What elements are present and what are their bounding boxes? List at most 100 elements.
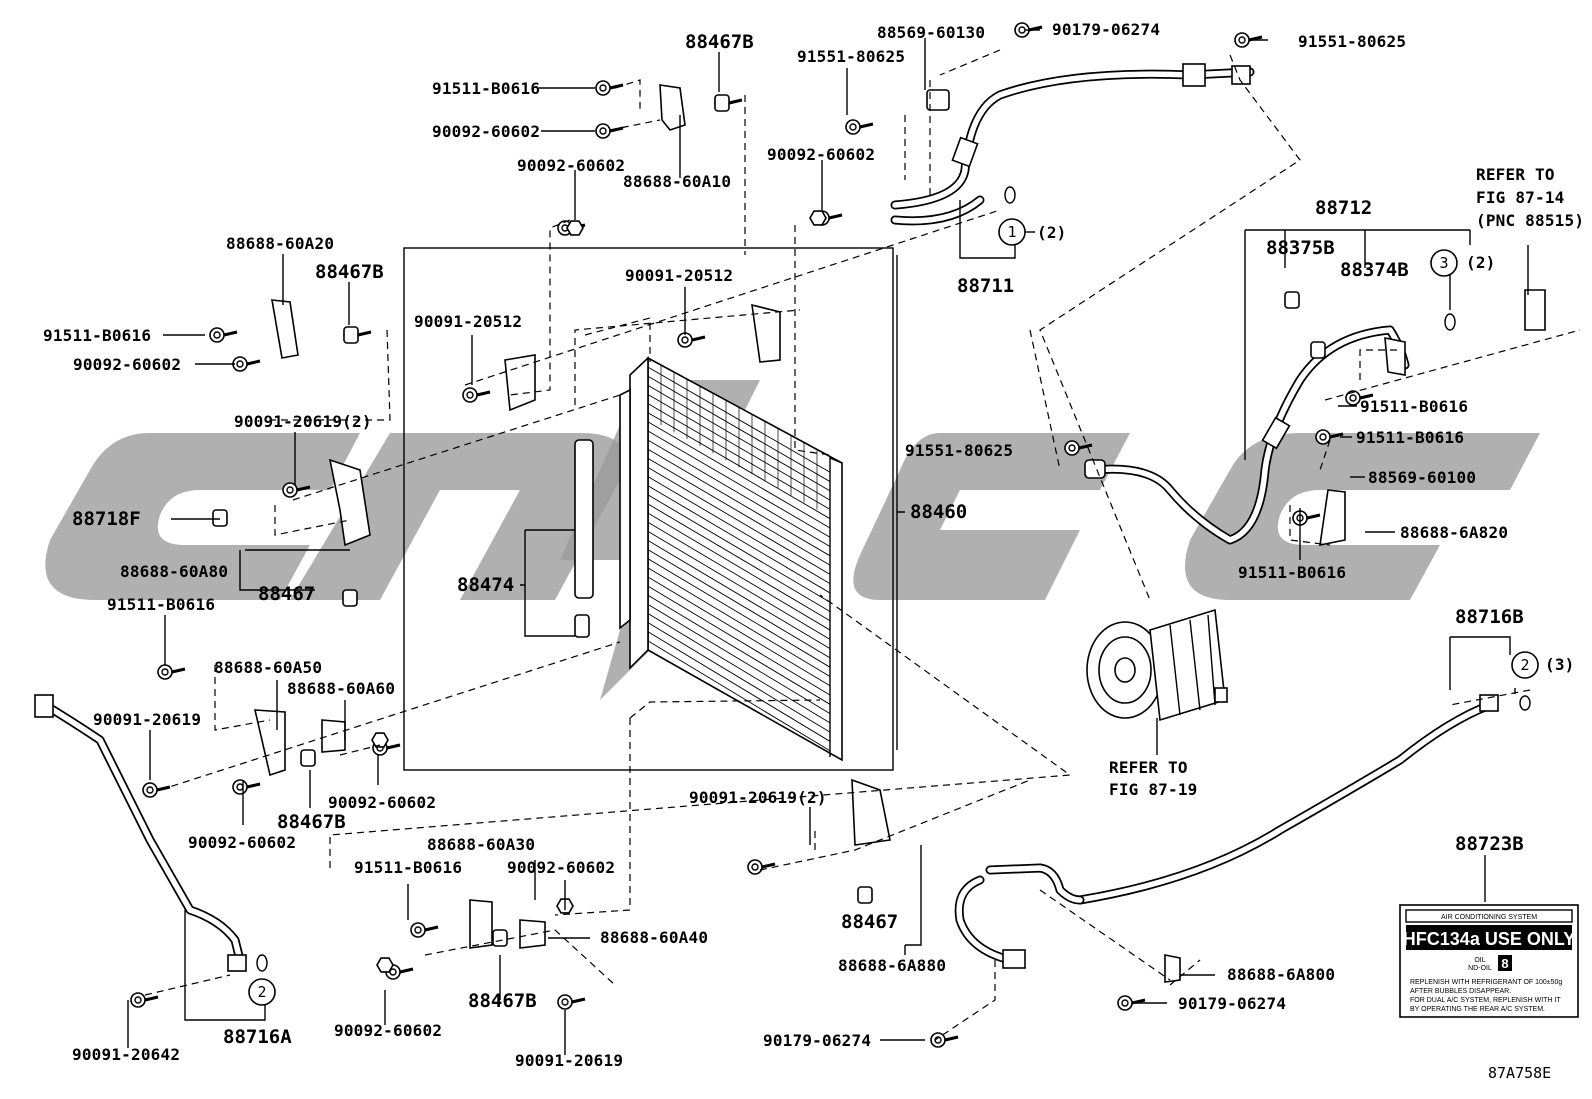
- bracket: [851, 778, 891, 846]
- label-pnc-88515: (PNC 88515): [1476, 211, 1584, 230]
- nut: [371, 732, 389, 748]
- label-91511-B0616: 91511-B0616: [354, 858, 462, 877]
- label-88712: 88712: [1315, 197, 1372, 219]
- svg-text:2: 2: [1520, 656, 1529, 674]
- label-90091-20619-2: 90091-20619(2): [234, 412, 372, 431]
- nut: [809, 210, 827, 226]
- grommet: [1310, 341, 1326, 359]
- label-88716B: 88716B: [1455, 606, 1524, 628]
- fastener: [930, 1032, 959, 1048]
- label-88688-6A800: 88688-6A800: [1227, 965, 1335, 984]
- label-refer-to: REFER TO: [1476, 165, 1555, 184]
- fastener: [232, 356, 261, 372]
- label-91511-B0616: 91511-B0616: [432, 79, 540, 98]
- label-88688-60A10: 88688-60A10: [623, 172, 731, 191]
- label-88688-60A50: 88688-60A50: [214, 658, 322, 677]
- grommet: [342, 589, 358, 607]
- bracket: [469, 899, 493, 949]
- label-callout-3-qty: (2): [1466, 253, 1496, 272]
- fastener: [1234, 32, 1263, 48]
- label-90092-60602: 90092-60602: [517, 156, 625, 175]
- bracket: [1384, 337, 1406, 376]
- label-fig-87-19: FIG 87-19: [1109, 780, 1198, 799]
- label-91511-B0616: 91511-B0616: [107, 595, 215, 614]
- label-refer-to: REFER TO: [1109, 758, 1188, 777]
- fastener: [282, 482, 311, 498]
- label-88467B: 88467B: [468, 990, 537, 1012]
- svg-text:2: 2: [257, 983, 266, 1001]
- label-fig-87-14: FIG 87-14: [1476, 188, 1565, 207]
- label-callout-1-qty: (2): [1037, 223, 1067, 242]
- label-90092-60602: 90092-60602: [507, 858, 615, 877]
- fastener: [1315, 429, 1344, 445]
- label-88688-60A30: 88688-60A30: [427, 835, 535, 854]
- label-91551-80625: 91551-80625: [905, 441, 1013, 460]
- receiver-drier: [574, 439, 594, 599]
- svg-text:8: 8: [1501, 956, 1508, 971]
- fastener: [677, 332, 706, 348]
- label-90179-06274: 90179-06274: [1052, 20, 1160, 39]
- label-88467B: 88467B: [277, 811, 346, 833]
- fastener: [1117, 995, 1146, 1011]
- label-88375B: 88375B: [1266, 237, 1335, 259]
- label-91511-B0616: 91511-B0616: [1356, 428, 1464, 447]
- bracket: [328, 458, 371, 547]
- liquid-pipe-88716A: [34, 694, 247, 972]
- svg-text:AFTER BUBBLES DISAPPEAR.: AFTER BUBBLES DISAPPEAR.: [1410, 988, 1511, 995]
- label-88688-6A820: 88688-6A820: [1400, 523, 1508, 542]
- fastener: [209, 327, 238, 343]
- label-91551-80625: 91551-80625: [1298, 32, 1406, 51]
- label-88688-60A60: 88688-60A60: [287, 679, 395, 698]
- fastener: [747, 859, 776, 875]
- grommet: [1284, 291, 1300, 309]
- label-90091-20619-2: 90091-20619(2): [689, 788, 827, 807]
- label-91511-B0616: 91511-B0616: [1360, 397, 1468, 416]
- nut: [566, 220, 584, 236]
- label-90091-20619: 90091-20619: [93, 710, 201, 729]
- bracket: [659, 84, 686, 131]
- label-90092-60602: 90092-60602: [188, 833, 296, 852]
- label-90091-20512: 90091-20512: [414, 312, 522, 331]
- label-91511-B0616: 91511-B0616: [43, 326, 151, 345]
- label-88688-60A80: 88688-60A80: [120, 562, 228, 581]
- fastener: [410, 922, 439, 938]
- label-91511-B0616: 91511-B0616: [1238, 563, 1346, 582]
- bracket: [504, 354, 536, 412]
- label-90179-06274: 90179-06274: [763, 1031, 871, 1050]
- fastener: [845, 119, 874, 135]
- fastener: [1064, 440, 1093, 456]
- bracket: [1524, 289, 1546, 331]
- label-88467: 88467: [258, 583, 315, 605]
- callout-2-left: 2: [248, 954, 276, 1006]
- svg-text:REPLENISH WITH REFRIGERANT OF: REPLENISH WITH REFRIGERANT OF 100±50g: [1410, 979, 1562, 986]
- bracket: [321, 719, 346, 753]
- label-callout-2-qty: (3): [1545, 655, 1575, 674]
- label-88688-60A20: 88688-60A20: [226, 234, 334, 253]
- label-90092-60602: 90092-60602: [767, 145, 875, 164]
- discharge-hose-88711: [890, 63, 1255, 226]
- label-88467B: 88467B: [315, 261, 384, 283]
- label-88569-60100: 88569-60100: [1368, 468, 1476, 487]
- svg-text:AIR CONDITIONING SYSTEM: AIR CONDITIONING SYSTEM: [1441, 914, 1537, 921]
- label-90179-06274: 90179-06274: [1178, 994, 1286, 1013]
- fastener: [232, 779, 261, 795]
- label-88374B: 88374B: [1340, 259, 1409, 281]
- fastener: [1345, 390, 1374, 406]
- decal-88723B: AIR CONDITIONING SYSTEM HFC134a USE ONLY…: [1399, 904, 1579, 1018]
- grommet: [300, 749, 316, 767]
- svg-text:1: 1: [1007, 223, 1016, 241]
- label-88711: 88711: [957, 275, 1014, 297]
- fastener: [462, 387, 491, 403]
- svg-text:OIL: OIL: [1474, 957, 1485, 964]
- liquid-pipe-88716B: [954, 694, 1499, 969]
- callout-3: 3: [1430, 249, 1458, 331]
- label-88460: 88460: [910, 501, 967, 523]
- fastener: [595, 80, 624, 96]
- svg-text:FOR DUAL A/C SYSTEM, REPLENISH: FOR DUAL A/C SYSTEM, REPLENISH WITH IT: [1410, 997, 1561, 1004]
- callout-1: 1: [998, 186, 1026, 246]
- grommet: [492, 929, 508, 947]
- label-90092-60602: 90092-60602: [328, 793, 436, 812]
- label-88688-60A40: 88688-60A40: [600, 928, 708, 947]
- label-91551-80625: 91551-80625: [797, 47, 905, 66]
- bracket: [751, 303, 781, 363]
